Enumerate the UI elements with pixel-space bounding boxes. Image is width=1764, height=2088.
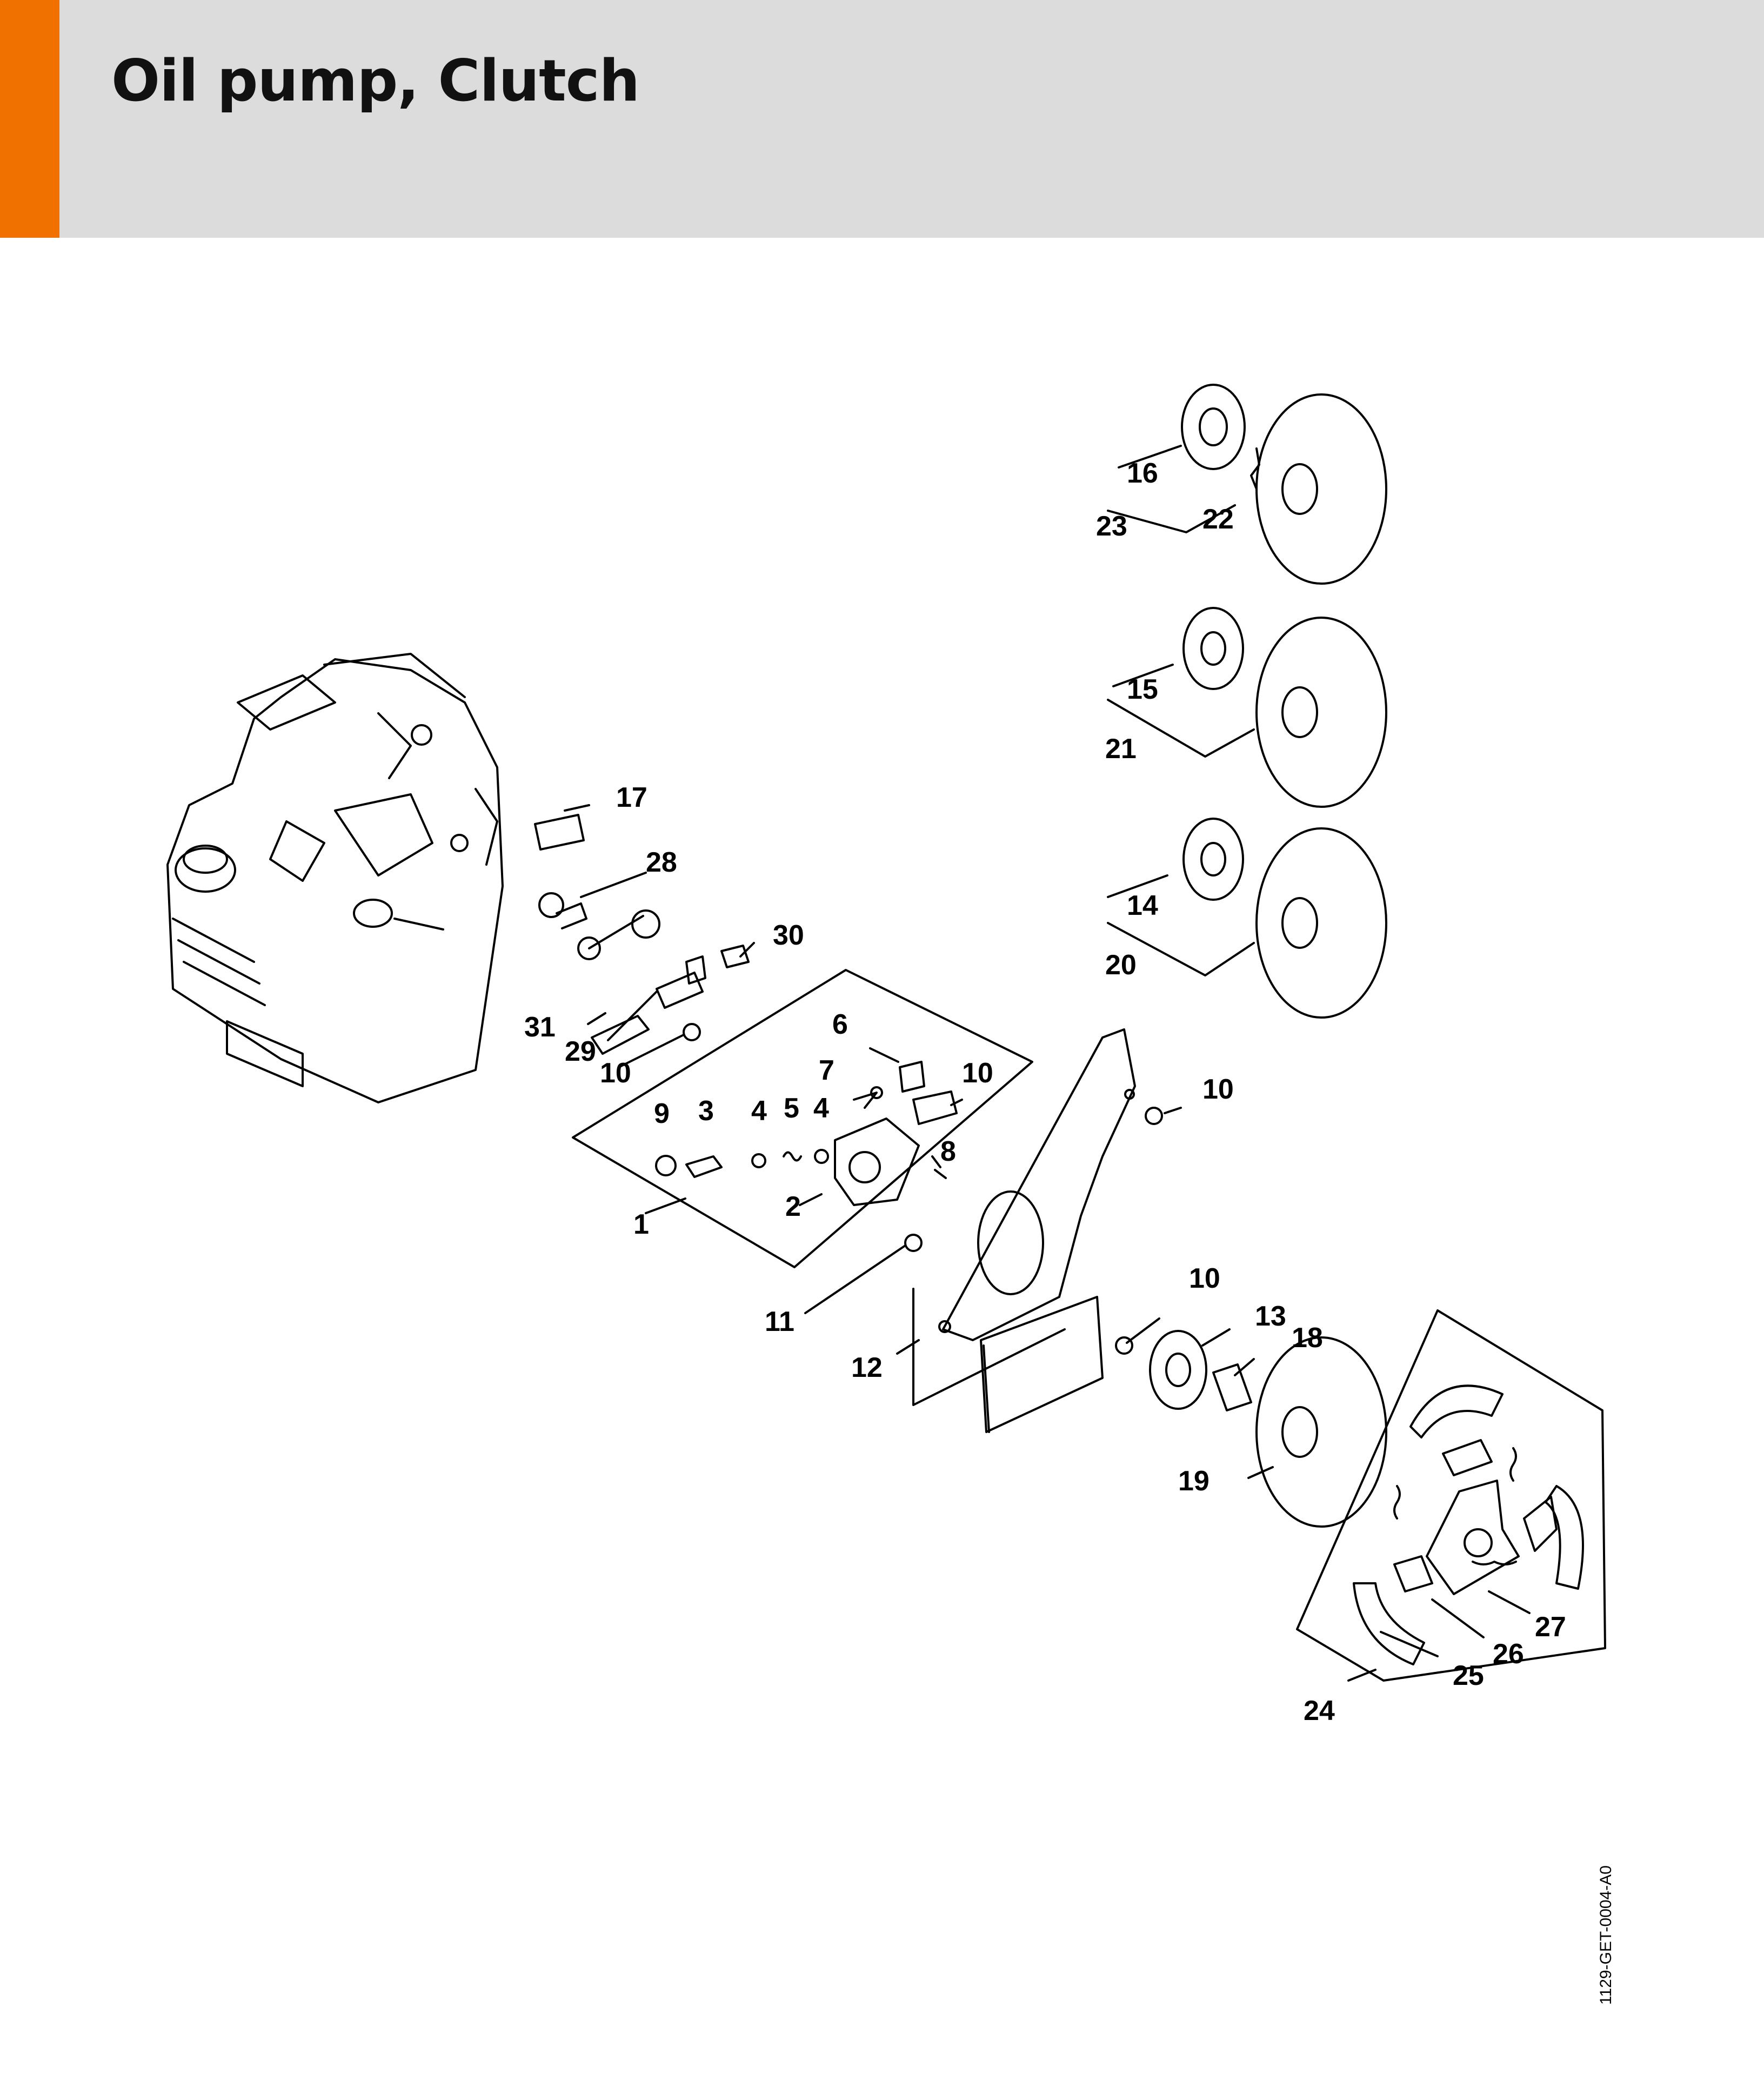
part-2-drawing xyxy=(834,1117,920,1206)
callout-4b: 4 xyxy=(813,1093,829,1124)
screw-10-right-drawing xyxy=(1145,1107,1163,1125)
callout-24: 24 xyxy=(1304,1695,1335,1726)
callout-27: 27 xyxy=(1535,1611,1566,1643)
oil-pump-group-box xyxy=(572,969,1033,1268)
callout-22: 22 xyxy=(1202,504,1234,535)
header-bar xyxy=(0,0,1764,238)
leader-lines xyxy=(564,445,1531,1682)
callout-10-right: 10 xyxy=(1202,1074,1234,1105)
document-id: 1129-GET-0004-A0 xyxy=(1597,1865,1615,2005)
callout-2: 2 xyxy=(785,1191,801,1222)
callout-8: 8 xyxy=(940,1136,956,1167)
callout-3: 3 xyxy=(698,1095,714,1127)
callout-26: 26 xyxy=(1493,1638,1524,1670)
callout-11: 11 xyxy=(765,1306,794,1337)
engine-housing-drawing xyxy=(166,653,504,1103)
callout-17: 17 xyxy=(616,782,647,813)
part-28-drawing xyxy=(538,892,644,960)
part-10-pump-cap-drawing xyxy=(912,1090,958,1125)
callout-15: 15 xyxy=(1127,674,1158,705)
callout-4a: 4 xyxy=(751,1095,767,1127)
callout-14: 14 xyxy=(1127,890,1158,921)
callout-9: 9 xyxy=(654,1098,670,1129)
callout-6: 6 xyxy=(832,1009,848,1040)
part-7-drawing xyxy=(870,1086,883,1099)
callout-10-upper: 10 xyxy=(600,1058,631,1089)
screw-10-upper-drawing xyxy=(683,1023,701,1041)
part-8-drawing xyxy=(934,1169,947,1179)
header-accent-stripe xyxy=(0,0,59,238)
screw-11-drawing xyxy=(904,1234,923,1252)
sprocket-drum-19-drawing xyxy=(1149,1330,1387,1528)
sprocket-drum-20-drawing xyxy=(1182,818,1387,1019)
part-29-plate-drawing xyxy=(685,955,706,985)
sprocket-drum-21-drawing xyxy=(1182,607,1387,808)
callout-12: 12 xyxy=(851,1352,883,1383)
part-29-drawing xyxy=(656,972,704,1009)
callout-20: 20 xyxy=(1105,949,1137,981)
screw-10-lower-drawing xyxy=(1115,1336,1133,1355)
callout-30: 30 xyxy=(773,920,804,951)
part-17-drawing xyxy=(534,814,585,851)
callout-10-pump: 10 xyxy=(962,1058,993,1089)
part-30-drawing xyxy=(720,945,750,968)
callout-19: 19 xyxy=(1178,1465,1210,1497)
part-6-drawing xyxy=(899,1061,925,1093)
part-5-drawing xyxy=(783,1151,802,1162)
callout-31: 31 xyxy=(524,1012,556,1043)
clutch-parts-drawing xyxy=(1353,1384,1584,1665)
callout-23: 23 xyxy=(1096,511,1127,542)
part-4b-drawing xyxy=(814,1149,829,1164)
callout-29: 29 xyxy=(565,1036,596,1067)
part-31-drawing xyxy=(591,909,660,1055)
part-3-drawing xyxy=(685,1155,723,1178)
callout-10-lower: 10 xyxy=(1189,1263,1220,1294)
part-4a-drawing xyxy=(751,1153,766,1168)
callout-18: 18 xyxy=(1292,1322,1323,1354)
callout-13: 13 xyxy=(1255,1301,1286,1332)
callout-28: 28 xyxy=(646,847,677,878)
callout-21: 21 xyxy=(1105,733,1137,765)
callout-25: 25 xyxy=(1453,1660,1484,1691)
callout-16: 16 xyxy=(1127,458,1158,489)
part-9-drawing xyxy=(655,1155,677,1176)
page-title: Oil pump, Clutch xyxy=(111,48,640,114)
callout-7: 7 xyxy=(819,1055,834,1086)
part-12-drawing xyxy=(912,1028,1136,1433)
sprocket-drum-22-drawing xyxy=(1181,384,1387,585)
callout-5: 5 xyxy=(784,1093,799,1124)
callout-1: 1 xyxy=(633,1209,649,1240)
